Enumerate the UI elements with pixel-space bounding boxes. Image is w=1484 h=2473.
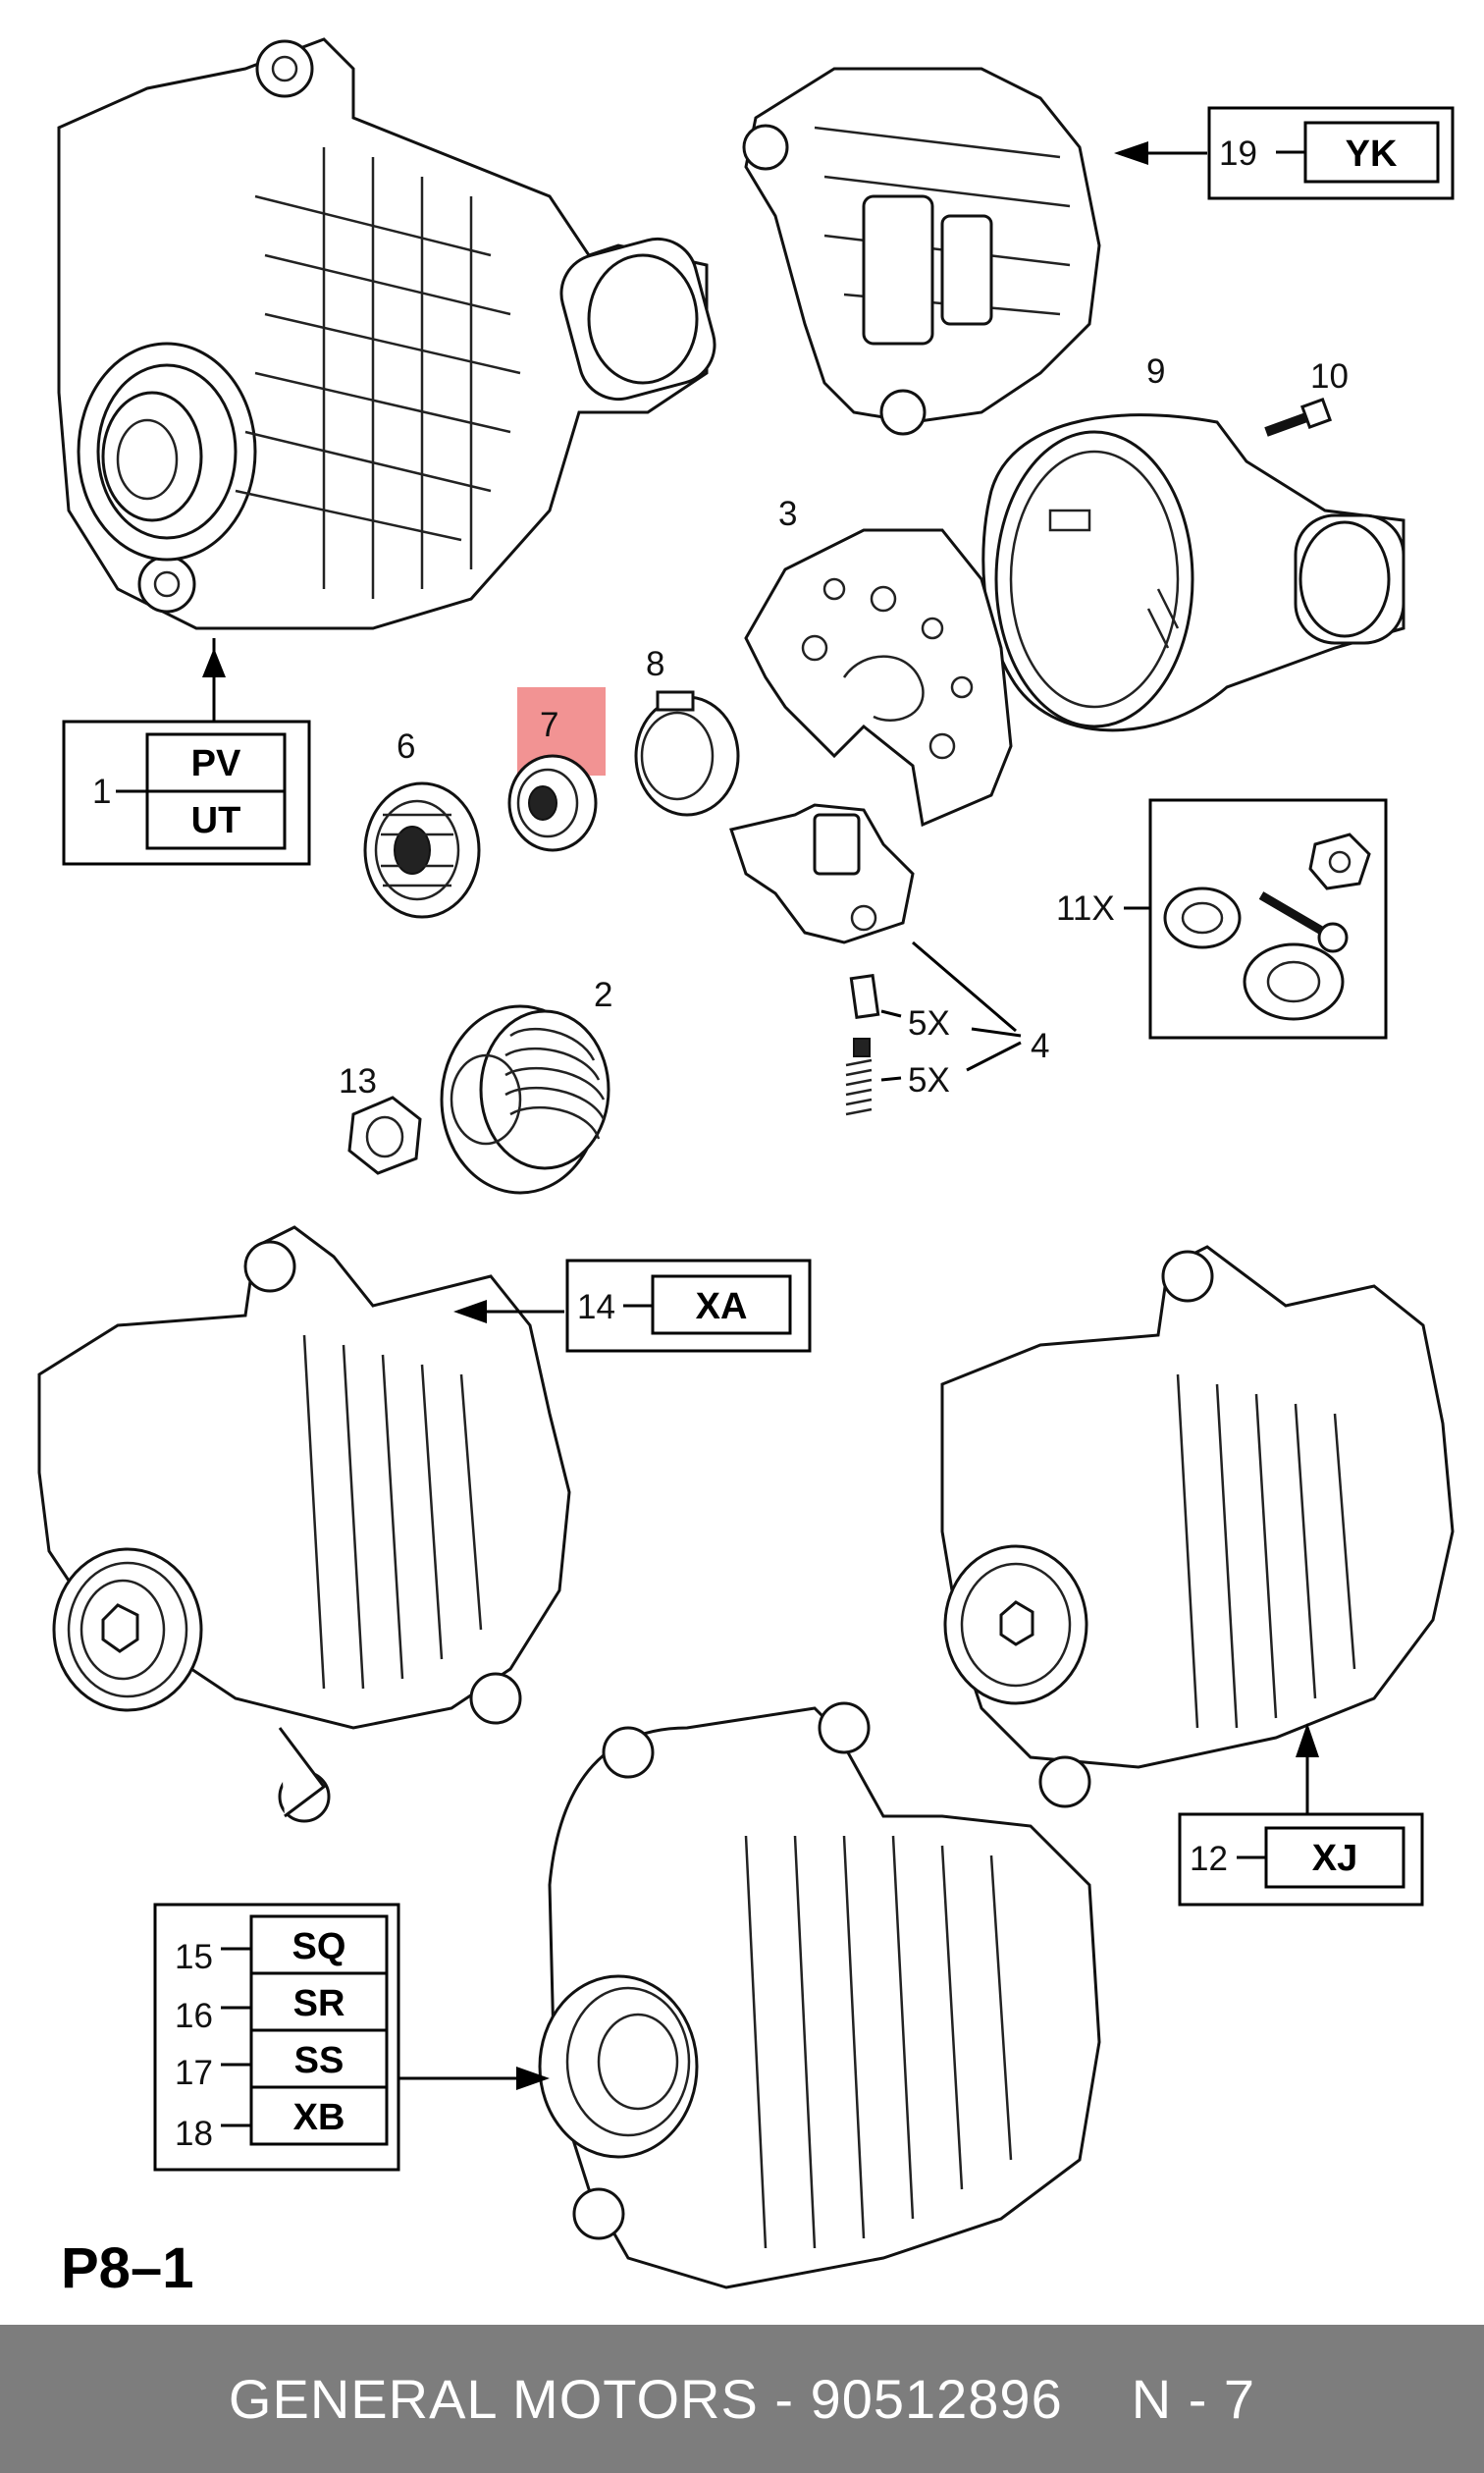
callout-19-number: 19 (1219, 134, 1257, 173)
footer-brand-part-number: GENERAL MOTORS - 90512896 (228, 2368, 1063, 2430)
callout-15-18: 15 16 17 18 SQ SR SS XB (153, 1903, 550, 2172)
sleeve-8 (634, 690, 740, 817)
callout-5a-qty: 5X (908, 1004, 950, 1043)
callout-11-number: 11X (1056, 889, 1115, 928)
callout-19: 19 YK (1114, 106, 1455, 200)
alternator-assembly-14 (37, 1225, 571, 1823)
callout-7-number: 7 (540, 706, 558, 744)
callout-17-code: SS (294, 2040, 344, 2081)
rectifier-plate-3 (744, 528, 1013, 828)
callout-10-number: 10 (1310, 357, 1349, 396)
alternator-assembly-1 (57, 37, 716, 630)
footer-page-ref: N - 7 (1131, 2368, 1256, 2430)
callout-12: 12 XJ (1178, 1723, 1424, 1907)
alternator-assembly-12 (940, 1245, 1455, 1808)
callout-18-number: 18 (175, 2115, 213, 2153)
callout-6-number: 6 (397, 727, 415, 766)
callout-1-code-a: PV (191, 743, 241, 784)
callout-9-number: 9 (1146, 352, 1165, 391)
callout-15-code: SQ (292, 1926, 346, 1967)
regulator-4 (729, 803, 1022, 1116)
callout-18-code: XB (293, 2097, 345, 2138)
cover-cap-9 (981, 413, 1405, 732)
rear-housing-19 (742, 67, 1101, 436)
callout-19-code: YK (1346, 134, 1398, 175)
bearing-6 (363, 781, 481, 919)
callout-14-number: 14 (577, 1288, 615, 1326)
callout-8-number: 8 (646, 645, 664, 683)
kit-11 (1124, 798, 1388, 1040)
nut-13 (347, 1096, 422, 1175)
page-label: P8–1 (61, 2236, 193, 2300)
alternator-assembly-15-18 (538, 1701, 1101, 2289)
callout-1-code-b: UT (191, 800, 241, 841)
callout-15-number: 15 (175, 1938, 213, 1976)
pulley-2 (440, 1004, 610, 1195)
callout-3-number: 3 (778, 495, 797, 533)
callout-1: 1 PV UT (62, 638, 311, 866)
callout-13-number: 13 (339, 1062, 377, 1101)
exploded-parts-diagram: 1 PV UT 19 YK 9 10 (37, 37, 1455, 2300)
screw-10 (1264, 397, 1333, 437)
callout-14-code: XA (696, 1286, 748, 1327)
callout-2-number: 2 (594, 976, 612, 1014)
bearing-7 (507, 754, 598, 852)
callout-12-code: XJ (1312, 1838, 1357, 1879)
callout-5b-qty: 5X (908, 1061, 950, 1100)
callout-14: 14 XA (453, 1259, 812, 1353)
footer-bar: GENERAL MOTORS - 90512896 N - 7 (0, 2325, 1484, 2473)
callout-17-number: 17 (175, 2054, 213, 2092)
callout-16-code: SR (293, 1983, 345, 2024)
callout-12-number: 12 (1190, 1840, 1228, 1878)
callout-1-number: 1 (92, 773, 111, 811)
callout-4-number: 4 (1031, 1027, 1049, 1065)
callout-16-number: 16 (175, 1997, 213, 2035)
